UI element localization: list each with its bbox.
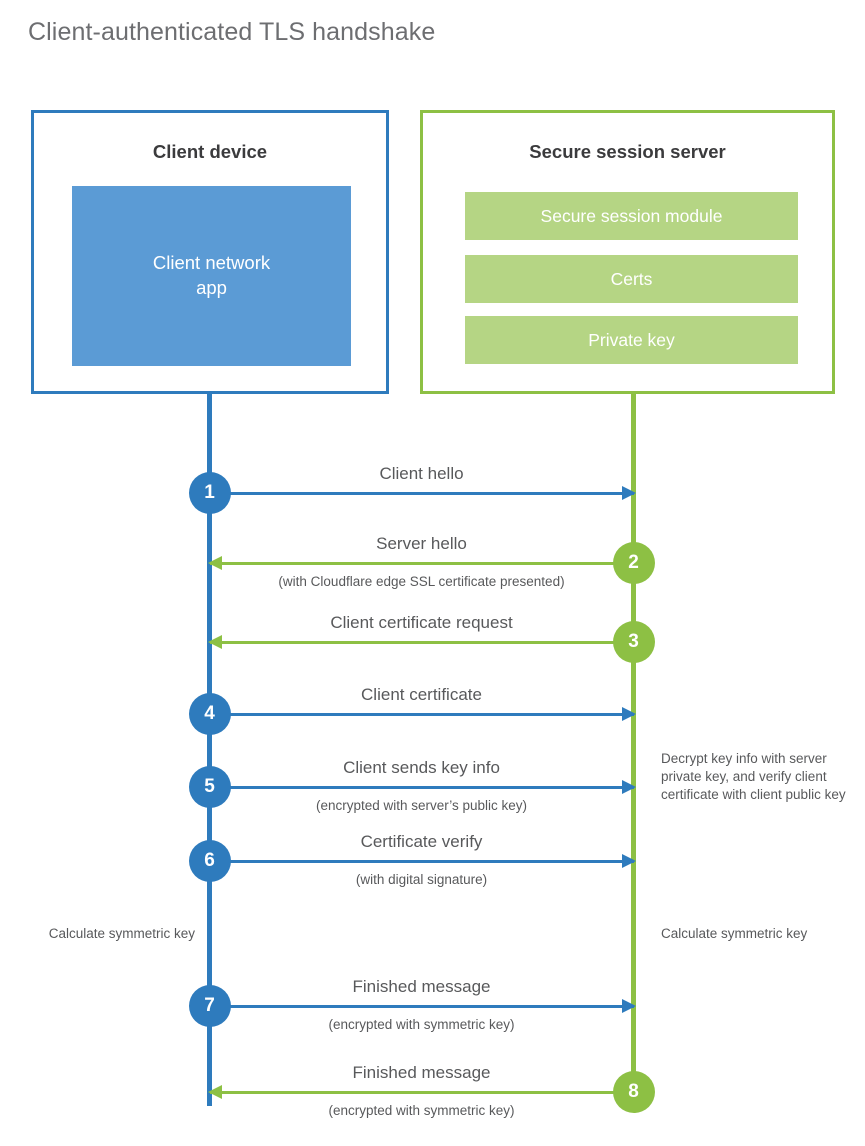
- message-label-8: Finished message: [352, 1063, 491, 1082]
- arrow-head-3: [207, 635, 222, 649]
- message-sublabel-8: (encrypted with symmetric key): [328, 1103, 515, 1118]
- message-label-2: Server hello: [376, 534, 467, 553]
- page-title: Client-authenticated TLS handshake: [28, 18, 436, 46]
- message-sublabel-7: (encrypted with symmetric key): [328, 1017, 515, 1032]
- step-circle-6: 6: [188, 840, 231, 882]
- message-sublabel-2: (with Cloudflare edge SSL certificate pr…: [278, 574, 565, 589]
- message-label-7: Finished message: [352, 977, 491, 996]
- client-app-label-line2: app: [196, 277, 227, 298]
- step-circle-2: 2: [612, 542, 655, 584]
- note-calculate-symmetric-key-client: Calculate symmetric key: [48, 926, 195, 941]
- message-label-4: Client certificate: [361, 685, 482, 704]
- arrow-head-2: [207, 556, 222, 570]
- server-bar-certs: Certs: [465, 255, 798, 303]
- message-line-8: [209, 1090, 634, 1094]
- step-circle-4: 4: [188, 693, 231, 735]
- arrow-head-1: [621, 486, 636, 500]
- server-lifeline: [631, 391, 636, 1097]
- server-bar-label: Secure session module: [540, 205, 723, 226]
- message-line-6: [209, 859, 634, 863]
- client-network-app-block: Client network app: [72, 186, 351, 366]
- note-decrypt-and-verify: Decrypt key info with server private key…: [661, 751, 846, 803]
- client-device-box: Client device Client network app: [31, 110, 389, 394]
- message-label-5: Client sends key info: [343, 758, 500, 777]
- step-circle-5: 5: [188, 766, 231, 808]
- server-bar-private-key: Private key: [465, 316, 798, 364]
- client-device-title: Client device: [152, 141, 268, 162]
- message-line-5: [209, 785, 634, 789]
- server-bar-secure-session-module: Secure session module: [465, 192, 798, 240]
- message-label-1: Client hello: [379, 464, 464, 483]
- message-line-1: [209, 491, 634, 495]
- client-lifeline: [207, 391, 212, 1106]
- arrow-head-5: [621, 780, 636, 794]
- message-label-6: Certificate verify: [360, 832, 483, 851]
- message-sublabel-5: (encrypted with server’s public key): [315, 798, 528, 813]
- client-network-app-label: Client network app: [153, 251, 270, 300]
- arrow-head-7: [621, 999, 636, 1013]
- step-circle-7: 7: [188, 985, 231, 1027]
- server-bar-label: Certs: [610, 268, 653, 289]
- client-app-label-line1: Client network: [152, 252, 271, 274]
- message-line-4: [209, 712, 634, 716]
- secure-session-server-title: Secure session server: [529, 141, 726, 162]
- message-label-3: Client certificate request: [330, 613, 513, 632]
- step-circle-3: 3: [612, 621, 655, 663]
- server-bar-label: Private key: [588, 329, 675, 350]
- arrow-head-6: [621, 854, 636, 868]
- step-circle-1: 1: [188, 472, 231, 514]
- note-calculate-symmetric-key-server: Calculate symmetric key: [661, 926, 808, 941]
- step-circle-8: 8: [612, 1071, 655, 1113]
- message-sublabel-6: (with digital signature): [355, 872, 488, 887]
- message-line-7: [209, 1004, 634, 1008]
- arrow-head-4: [621, 707, 636, 721]
- message-line-3: [209, 640, 634, 644]
- arrow-head-8: [207, 1085, 222, 1099]
- message-line-2: [209, 561, 634, 565]
- secure-session-server-box: Secure session server Secure session mod…: [420, 110, 835, 394]
